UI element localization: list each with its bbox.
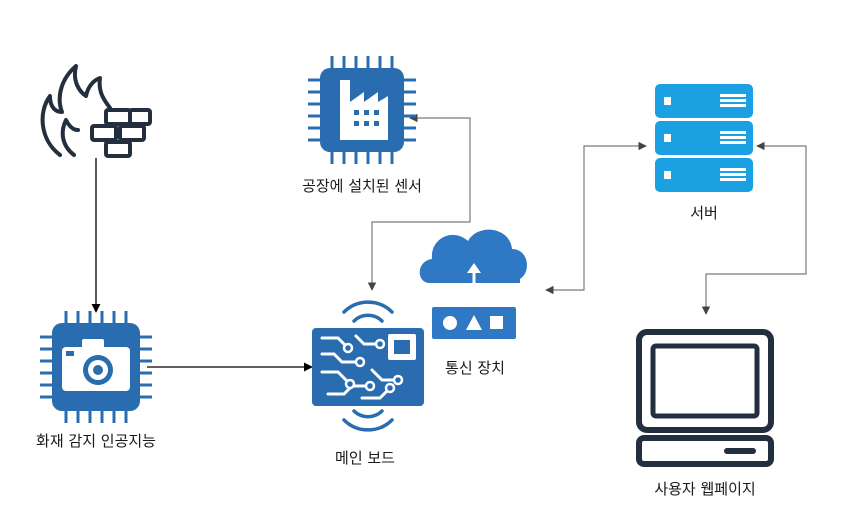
- edge-server-webpage: [701, 141, 807, 315]
- fire-wall-icon: [40, 64, 152, 158]
- main-board-label: 메인 보드: [335, 449, 395, 467]
- edge-mainboard-sensor: [367, 113, 471, 291]
- circuit-board-icon: [312, 300, 424, 432]
- cloud-router-icon: [419, 229, 527, 339]
- monitor-icon: [636, 329, 774, 467]
- camera-chip-icon: [40, 311, 152, 423]
- comm-device-label: 통신 장치: [445, 359, 505, 377]
- factory-chip-icon: [308, 56, 416, 164]
- webpage-label: 사용자 웹페이지: [654, 480, 756, 498]
- server-label: 서버: [690, 204, 718, 222]
- ai-camera-label: 화재 감지 인공지능: [36, 432, 156, 450]
- server-rack-icon: [655, 84, 753, 192]
- factory-sensor-label: 공장에 설치된 센서: [302, 177, 422, 195]
- connectors: [91, 113, 807, 372]
- edge-comm-server: [545, 141, 647, 295]
